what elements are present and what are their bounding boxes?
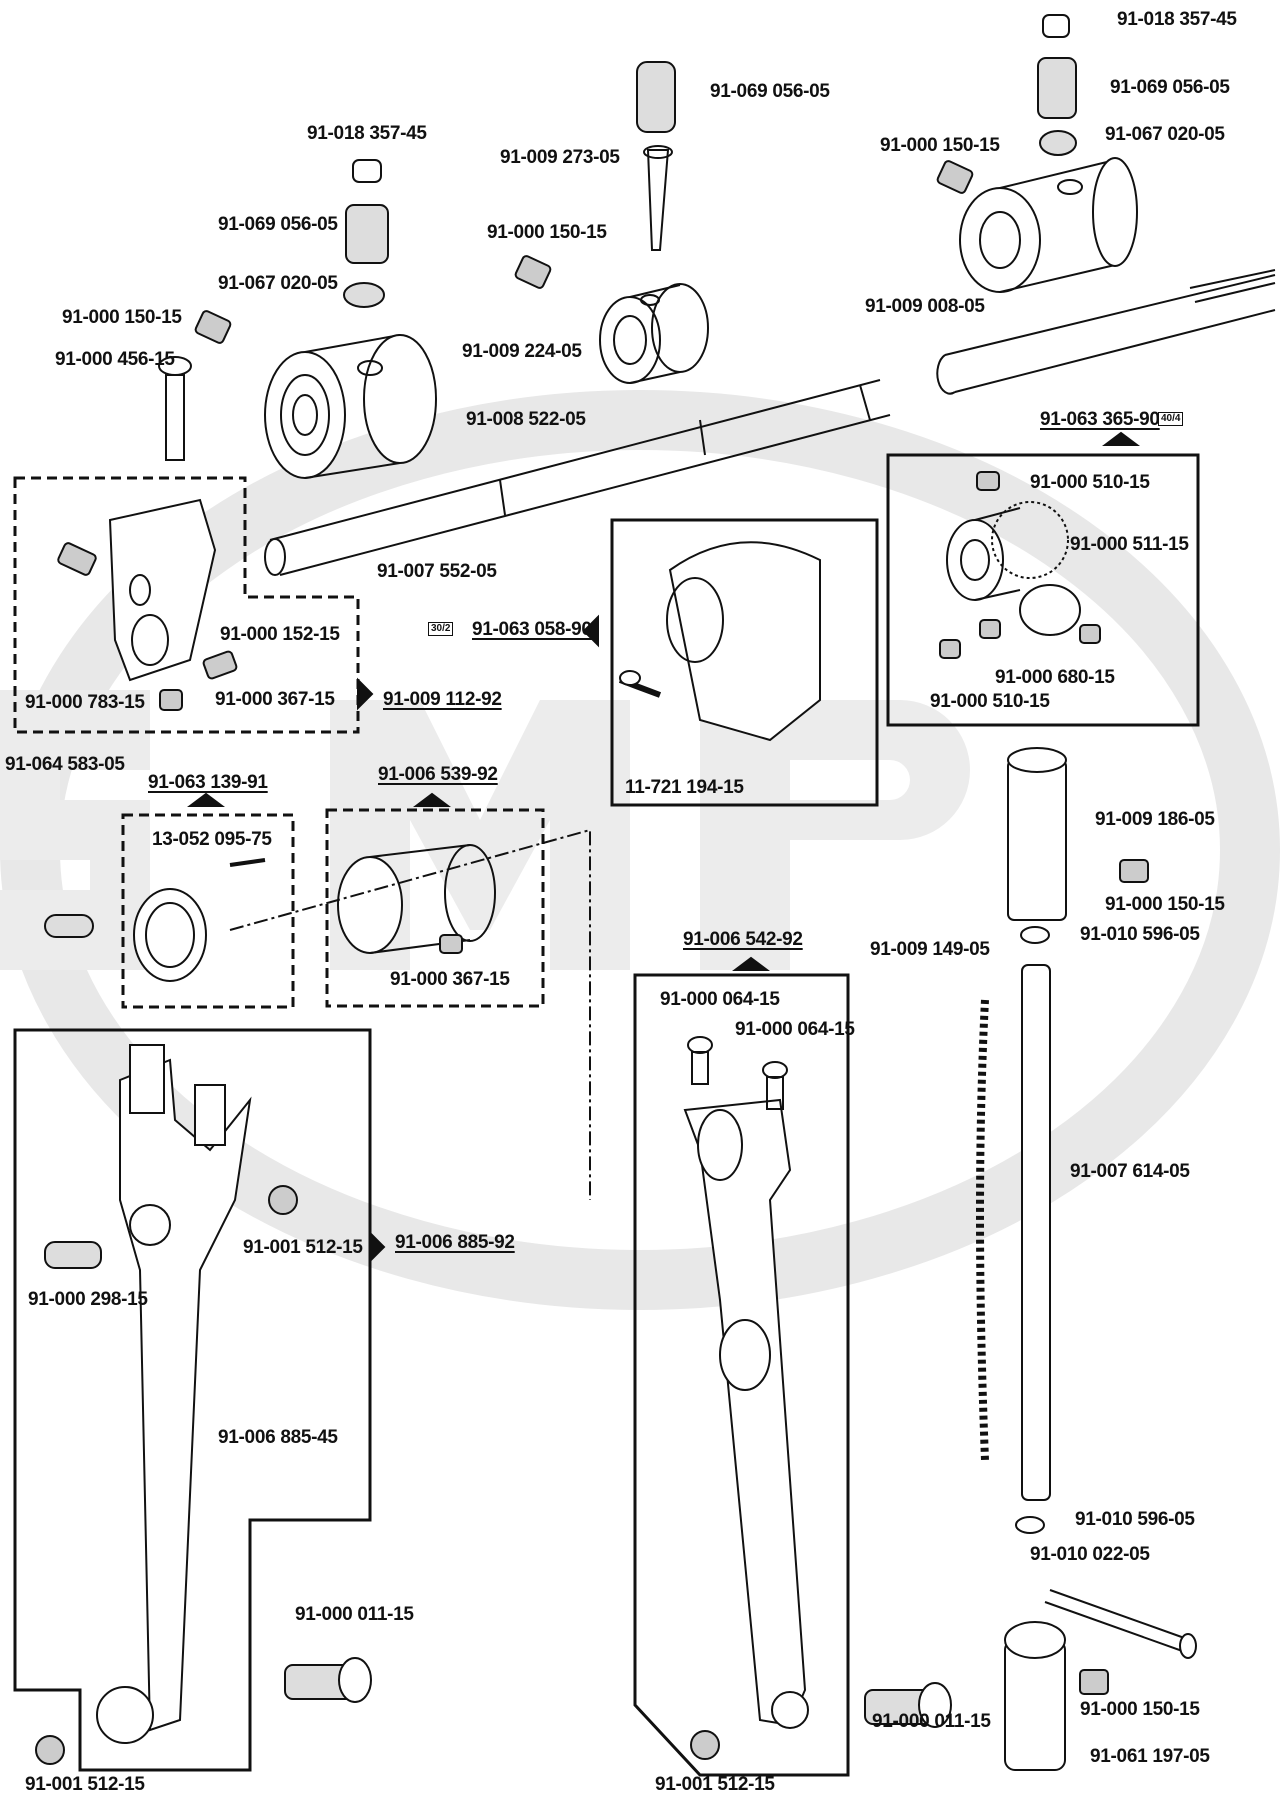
part-label: 91-000 150-15 (1080, 1699, 1200, 1720)
part-label: 91-000 150-15 (62, 307, 182, 328)
part-label: 91-064 583-05 (5, 754, 125, 775)
part-label: 91-008 522-05 (466, 409, 586, 430)
part-label: 91-018 357-45 (307, 123, 427, 144)
part-label: 91-000 011-15 (872, 1711, 991, 1732)
watermark-letters (0, 690, 970, 970)
part-label: 91-000 150-15 (880, 135, 1000, 156)
part-label: 91-067 020-05 (218, 273, 338, 294)
part-label: 91-000 367-15 (390, 969, 510, 990)
part-label: 91-006 885-45 (218, 1427, 338, 1448)
part-label: 91-007 552-05 (377, 561, 497, 582)
part-label: 91-009 149-05 (870, 939, 990, 960)
part-label: 91-061 197-05 (1090, 1746, 1210, 1767)
part-label: 91-009 224-05 (462, 341, 582, 362)
part-label: 91-000 298-15 (28, 1289, 148, 1310)
line-art (13, 14, 1276, 1777)
assembly-label: 91-009 112-92 (383, 689, 502, 710)
part-label: 91-007 614-05 (1070, 1161, 1190, 1182)
part-label: 91-001 512-15 (243, 1237, 363, 1258)
assembly-label: 91-063 139-91 (148, 772, 268, 793)
part-label: 91-000 064-15 (660, 989, 780, 1010)
part-label: 91-010 596-05 (1080, 924, 1200, 945)
part-label: 91-001 512-15 (25, 1774, 145, 1795)
part-label: 91-000 367-15 (215, 689, 335, 710)
tag-label: 30/2 (428, 622, 454, 636)
assembly-label: 91-006 542-92 (683, 929, 803, 950)
part-label: 91-018 357-45 (1117, 9, 1237, 30)
part-label: 91-000 152-15 (220, 624, 340, 645)
tag-label: 40/4 (1158, 412, 1184, 426)
part-label: 91-000 150-15 (487, 222, 607, 243)
assembly-label: 91-063 365-90 (1040, 409, 1160, 430)
part-label: 91-009 008-05 (865, 296, 985, 317)
part-label: 91-067 020-05 (1105, 124, 1225, 145)
part-label: 91-010 596-05 (1075, 1509, 1195, 1530)
part-label: 91-000 011-15 (295, 1604, 414, 1625)
part-label: 91-069 056-05 (710, 81, 830, 102)
part-label: 91-000 150-15 (1105, 894, 1225, 915)
assembly-label: 91-006 539-92 (378, 764, 498, 785)
part-label: 91-000 510-15 (930, 691, 1050, 712)
part-label: 91-069 056-05 (1110, 77, 1230, 98)
assembly-label: 91-006 885-92 (395, 1232, 515, 1253)
part-label: 91-000 510-15 (1030, 472, 1150, 493)
part-label: 13-052 095-75 (152, 829, 272, 850)
part-label: 91-009 186-05 (1095, 809, 1215, 830)
part-label: 91-001 512-15 (655, 1774, 775, 1795)
assembly-label: 91-063 058-90 (472, 619, 592, 640)
part-label: 91-069 056-05 (218, 214, 338, 235)
part-label: 91-000 064-15 (735, 1019, 855, 1040)
part-label: 91-000 456-15 (55, 349, 175, 370)
part-label: 91-000 511-15 (1070, 534, 1189, 555)
part-label: 11-721 194-15 (625, 777, 744, 798)
part-label: 91-010 022-05 (1030, 1544, 1150, 1565)
part-label: 91-000 680-15 (995, 667, 1115, 688)
part-label: 91-000 783-15 (25, 692, 145, 713)
part-label: 91-009 273-05 (500, 147, 620, 168)
